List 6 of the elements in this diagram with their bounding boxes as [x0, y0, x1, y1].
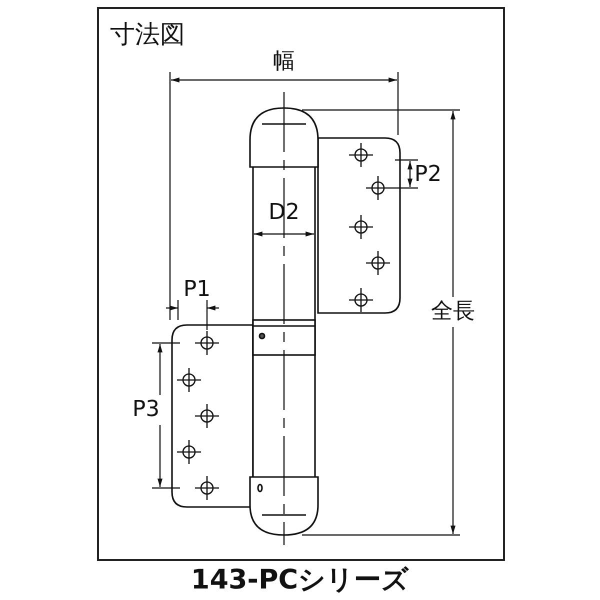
dimension-label: P2 — [414, 164, 442, 186]
dimension-label: 幅 — [273, 51, 295, 73]
drawing-title: 寸法図 — [110, 22, 185, 46]
dimension-label: 全長 — [429, 297, 477, 327]
dimension-label: P1 — [183, 279, 211, 301]
series-caption: 143-PCシリーズ — [190, 566, 410, 594]
